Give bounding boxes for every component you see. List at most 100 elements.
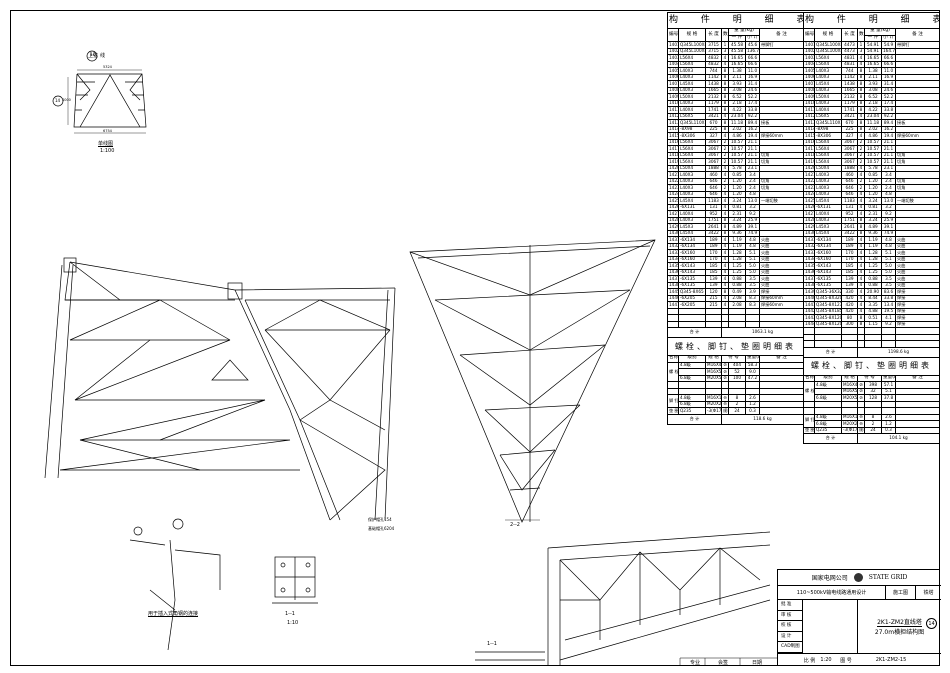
state-grid-logo-icon xyxy=(853,573,863,582)
bolt-group-label: 螺 栓 xyxy=(803,381,815,402)
part-note xyxy=(895,86,940,94)
sketch-label: 单线图 xyxy=(98,141,114,147)
bolt-total-value: 104.1 kg xyxy=(857,433,940,444)
total-value: 1198.6 kg xyxy=(857,346,940,358)
drawing-title-line-2: 27.0m横担结构图 xyxy=(874,629,925,636)
part-note xyxy=(895,93,940,101)
bolt-group-label: 螺 栓 xyxy=(667,361,679,382)
role-4: CAD制图 xyxy=(778,642,803,653)
bolt-header-weight: 重量(kg) xyxy=(745,355,760,363)
sketch-scale: 1:100 xyxy=(100,148,115,154)
section-1-label-b: 1--1 xyxy=(487,641,497,647)
bolt-title-row: 螺栓、脚钉、垫圈明细表 xyxy=(803,356,940,376)
bolt-total-label: 合 计 xyxy=(667,413,722,425)
part-note xyxy=(895,99,940,107)
sketch-title: 上弦 xyxy=(88,53,99,59)
section-1-label: 1--1 xyxy=(285,611,295,617)
table-header-row: 编号规 格长 度数量重 量(kg)备 注 xyxy=(803,28,940,42)
sign-strip-specialty: 专业 xyxy=(690,660,701,666)
bolt-table-title: 螺栓、脚钉、垫圈明细表 xyxy=(803,356,940,376)
bolt-table-title: 螺栓、脚钉、垫圈明细表 xyxy=(667,337,804,356)
table-title: 构 件 明 细 表(座板式) xyxy=(803,12,940,29)
table-title: 构 件 明 细 表(插入式) xyxy=(667,12,804,29)
section-2-2-view xyxy=(409,239,656,523)
bolt-row: 脚 钉4.8级M16X180⊖82.6 xyxy=(803,413,940,428)
table-row: 1427L40X495242.319.2 xyxy=(667,210,804,218)
header-spec: 规 格 xyxy=(678,28,706,42)
part-note xyxy=(895,60,940,68)
step-bolt-group-label: 脚 钉 xyxy=(667,394,679,408)
header-note: 备 注 xyxy=(895,28,940,42)
total-label: 合 计 xyxy=(803,346,858,358)
role-0: 批 准 xyxy=(778,600,803,611)
project-name: 110~500kV输电线路通用设计 xyxy=(778,586,886,600)
note-b: 基础帽孔6204 xyxy=(368,526,395,531)
single-line-sketch xyxy=(52,50,147,134)
header-qty: 数量 xyxy=(857,28,865,42)
category: 铁塔 xyxy=(916,586,941,600)
part-note xyxy=(895,67,940,75)
sketch-suffix: 线 xyxy=(100,53,106,59)
table-row: 1427L40X495242.319.2 xyxy=(803,210,940,218)
title-block: 国家电网公司 STATE GRID 110~500kV输电线路通用设计 施工图 … xyxy=(777,569,941,666)
role-2: 校 核 xyxy=(778,621,803,632)
brand-name: STATE GRID xyxy=(868,574,908,581)
part-note xyxy=(895,106,940,114)
sketch-number: 10 xyxy=(90,53,96,58)
table-title-row: 构 件 明 细 表(插入式) xyxy=(667,12,804,29)
drawing-title-line-1: 2K1-ZM2直线塔 xyxy=(877,619,922,627)
header-spec: 规 格 xyxy=(814,28,842,42)
header-no: 编号 xyxy=(667,28,679,42)
bolt-total-value: 118.6 kg xyxy=(721,413,804,425)
header-length: 长 度 xyxy=(841,28,858,42)
stage: 施工图 xyxy=(886,586,916,600)
note-a: 保护帽孔154 xyxy=(368,517,392,522)
drawing-number: 2K1-ZM2-15 xyxy=(875,657,907,663)
sketch-dim-top: 5324 xyxy=(103,65,112,69)
header-note: 备 注 xyxy=(759,28,804,42)
header-no: 编号 xyxy=(803,28,815,42)
parts-table-seat: 构 件 明 细 表(座板式)编号规 格长 度数量重 量(kg)备 注一 件小 计… xyxy=(803,12,940,444)
header-length: 长 度 xyxy=(705,28,722,42)
crossarm-front-view xyxy=(44,257,396,521)
table-title-row: 构 件 明 细 表(座板式) xyxy=(803,12,940,29)
bolt-title-row: 螺栓、脚钉、垫圈明细表 xyxy=(667,337,804,356)
header-qty: 数量 xyxy=(721,28,729,42)
bolt-header-weight: 重量(kg) xyxy=(881,374,896,382)
